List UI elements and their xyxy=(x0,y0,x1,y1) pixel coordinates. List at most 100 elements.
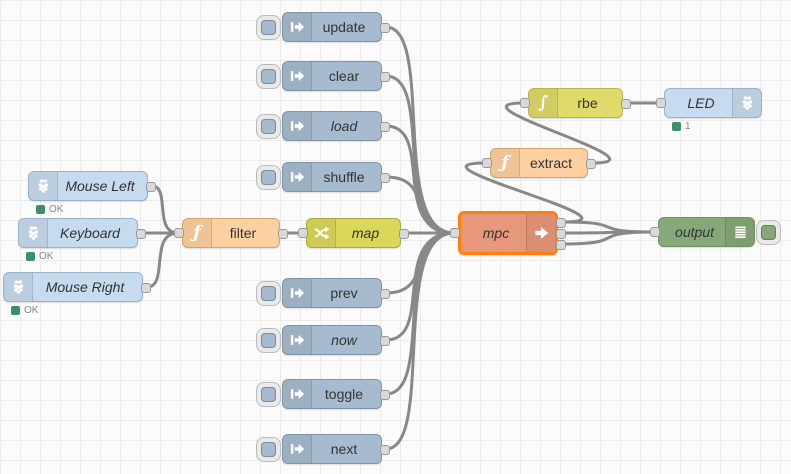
status-dot xyxy=(672,122,681,131)
side-button-fill xyxy=(261,441,276,457)
node-label: next xyxy=(330,441,358,457)
inject-button[interactable] xyxy=(256,381,281,407)
output-port-0[interactable] xyxy=(146,182,156,192)
output-port-0[interactable] xyxy=(141,283,151,293)
wire-mouse-right-to-filter[interactable] xyxy=(145,231,180,289)
node-label: Keyboard xyxy=(60,225,120,241)
function-icon: ƒ xyxy=(491,149,520,177)
inject-button[interactable] xyxy=(256,327,281,353)
node-label: LED xyxy=(687,95,715,111)
node-label: clear xyxy=(328,68,360,84)
node-label: output xyxy=(675,224,714,240)
output-port-0[interactable] xyxy=(136,229,146,239)
inject-button[interactable] xyxy=(256,63,281,89)
node-next[interactable]: next xyxy=(256,434,390,464)
input-port[interactable] xyxy=(450,228,460,238)
output-port-0[interactable] xyxy=(380,445,390,455)
wire-toggle-to-mpc[interactable] xyxy=(384,231,456,396)
output-port-0[interactable] xyxy=(399,229,409,239)
inject-button[interactable] xyxy=(256,113,281,139)
wire-update-to-mpc[interactable] xyxy=(384,25,456,235)
wire-now-to-mpc[interactable] xyxy=(384,231,456,342)
output-port-0[interactable] xyxy=(380,72,390,82)
status-text: 1 xyxy=(685,121,691,132)
node-map[interactable]: map xyxy=(298,218,409,248)
raspberry-pi-icon xyxy=(19,219,48,247)
inject-button[interactable] xyxy=(256,280,281,306)
arrow-right-icon xyxy=(526,214,555,252)
input-port[interactable] xyxy=(650,227,660,237)
output-port-0[interactable] xyxy=(278,229,288,239)
wire-clear-to-mpc[interactable] xyxy=(384,74,456,235)
node-clear[interactable]: clear xyxy=(256,61,390,91)
output-port-1[interactable] xyxy=(556,229,566,239)
wire-next-to-mpc[interactable] xyxy=(384,231,456,451)
output-port-0[interactable] xyxy=(621,99,631,109)
shuffle-icon xyxy=(307,219,336,247)
raspberry-pi-icon xyxy=(732,89,761,117)
side-button-fill xyxy=(761,224,776,240)
status-dot xyxy=(11,306,20,315)
node-label: rbe xyxy=(577,95,598,111)
node-led[interactable]: LED xyxy=(656,88,762,118)
node-label: mpc xyxy=(482,225,510,241)
inject-button[interactable] xyxy=(256,436,281,462)
node-label: update xyxy=(322,19,366,35)
node-mouse-right[interactable]: Mouse Right xyxy=(3,272,151,302)
side-button-fill xyxy=(261,332,276,348)
output-port-0[interactable] xyxy=(380,289,390,299)
node-now[interactable]: now xyxy=(256,325,390,355)
wire-extract-to-rbe[interactable] xyxy=(504,101,612,165)
node-update[interactable]: update xyxy=(256,12,390,42)
output-port-0[interactable] xyxy=(380,23,390,33)
inject-button[interactable] xyxy=(256,14,281,40)
input-port[interactable] xyxy=(298,228,308,238)
status-text: OK xyxy=(49,204,64,215)
wire-mpc-to-extract[interactable] xyxy=(464,161,584,224)
inject-arrow-icon xyxy=(283,279,312,307)
node-mouse-left[interactable]: Mouse Left xyxy=(28,171,156,201)
toggle-button[interactable] xyxy=(756,219,781,245)
node-label: prev xyxy=(330,285,358,301)
node-toggle[interactable]: toggle xyxy=(256,379,390,409)
node-mpc[interactable]: mpc xyxy=(450,211,566,255)
output-port-0[interactable] xyxy=(380,336,390,346)
node-status: OK xyxy=(36,204,63,215)
input-port[interactable] xyxy=(656,98,666,108)
side-button-fill xyxy=(261,68,276,84)
input-port[interactable] xyxy=(174,228,184,238)
input-port[interactable] xyxy=(520,98,530,108)
wire-mpc-to-output[interactable] xyxy=(560,230,656,246)
node-label: toggle xyxy=(324,386,364,402)
inject-arrow-icon xyxy=(283,62,312,90)
output-port-0[interactable] xyxy=(556,218,566,228)
node-keyboard[interactable]: Keyboard xyxy=(18,218,146,248)
side-button-fill xyxy=(261,386,276,402)
node-output[interactable]: output xyxy=(650,217,781,247)
node-label: Mouse Right xyxy=(45,279,125,295)
output-port-2[interactable] xyxy=(556,240,566,250)
output-port-0[interactable] xyxy=(586,159,596,169)
side-button-fill xyxy=(261,118,276,134)
node-rbe[interactable]: ∫rbe xyxy=(520,88,631,118)
node-prev[interactable]: prev xyxy=(256,278,390,308)
inject-arrow-icon xyxy=(283,380,312,408)
status-dot xyxy=(36,205,45,214)
status-dot xyxy=(26,252,35,261)
node-shuffle[interactable]: shuffle xyxy=(256,162,390,192)
wire-shuffle-to-mpc[interactable] xyxy=(384,175,456,235)
inject-button[interactable] xyxy=(256,164,281,190)
output-port-0[interactable] xyxy=(380,390,390,400)
side-button-fill xyxy=(261,285,276,301)
output-port-0[interactable] xyxy=(380,122,390,132)
function-icon: ƒ xyxy=(183,219,212,247)
output-port-0[interactable] xyxy=(380,173,390,183)
node-load[interactable]: load xyxy=(256,111,390,141)
node-status: OK xyxy=(26,251,53,262)
input-port[interactable] xyxy=(482,158,492,168)
